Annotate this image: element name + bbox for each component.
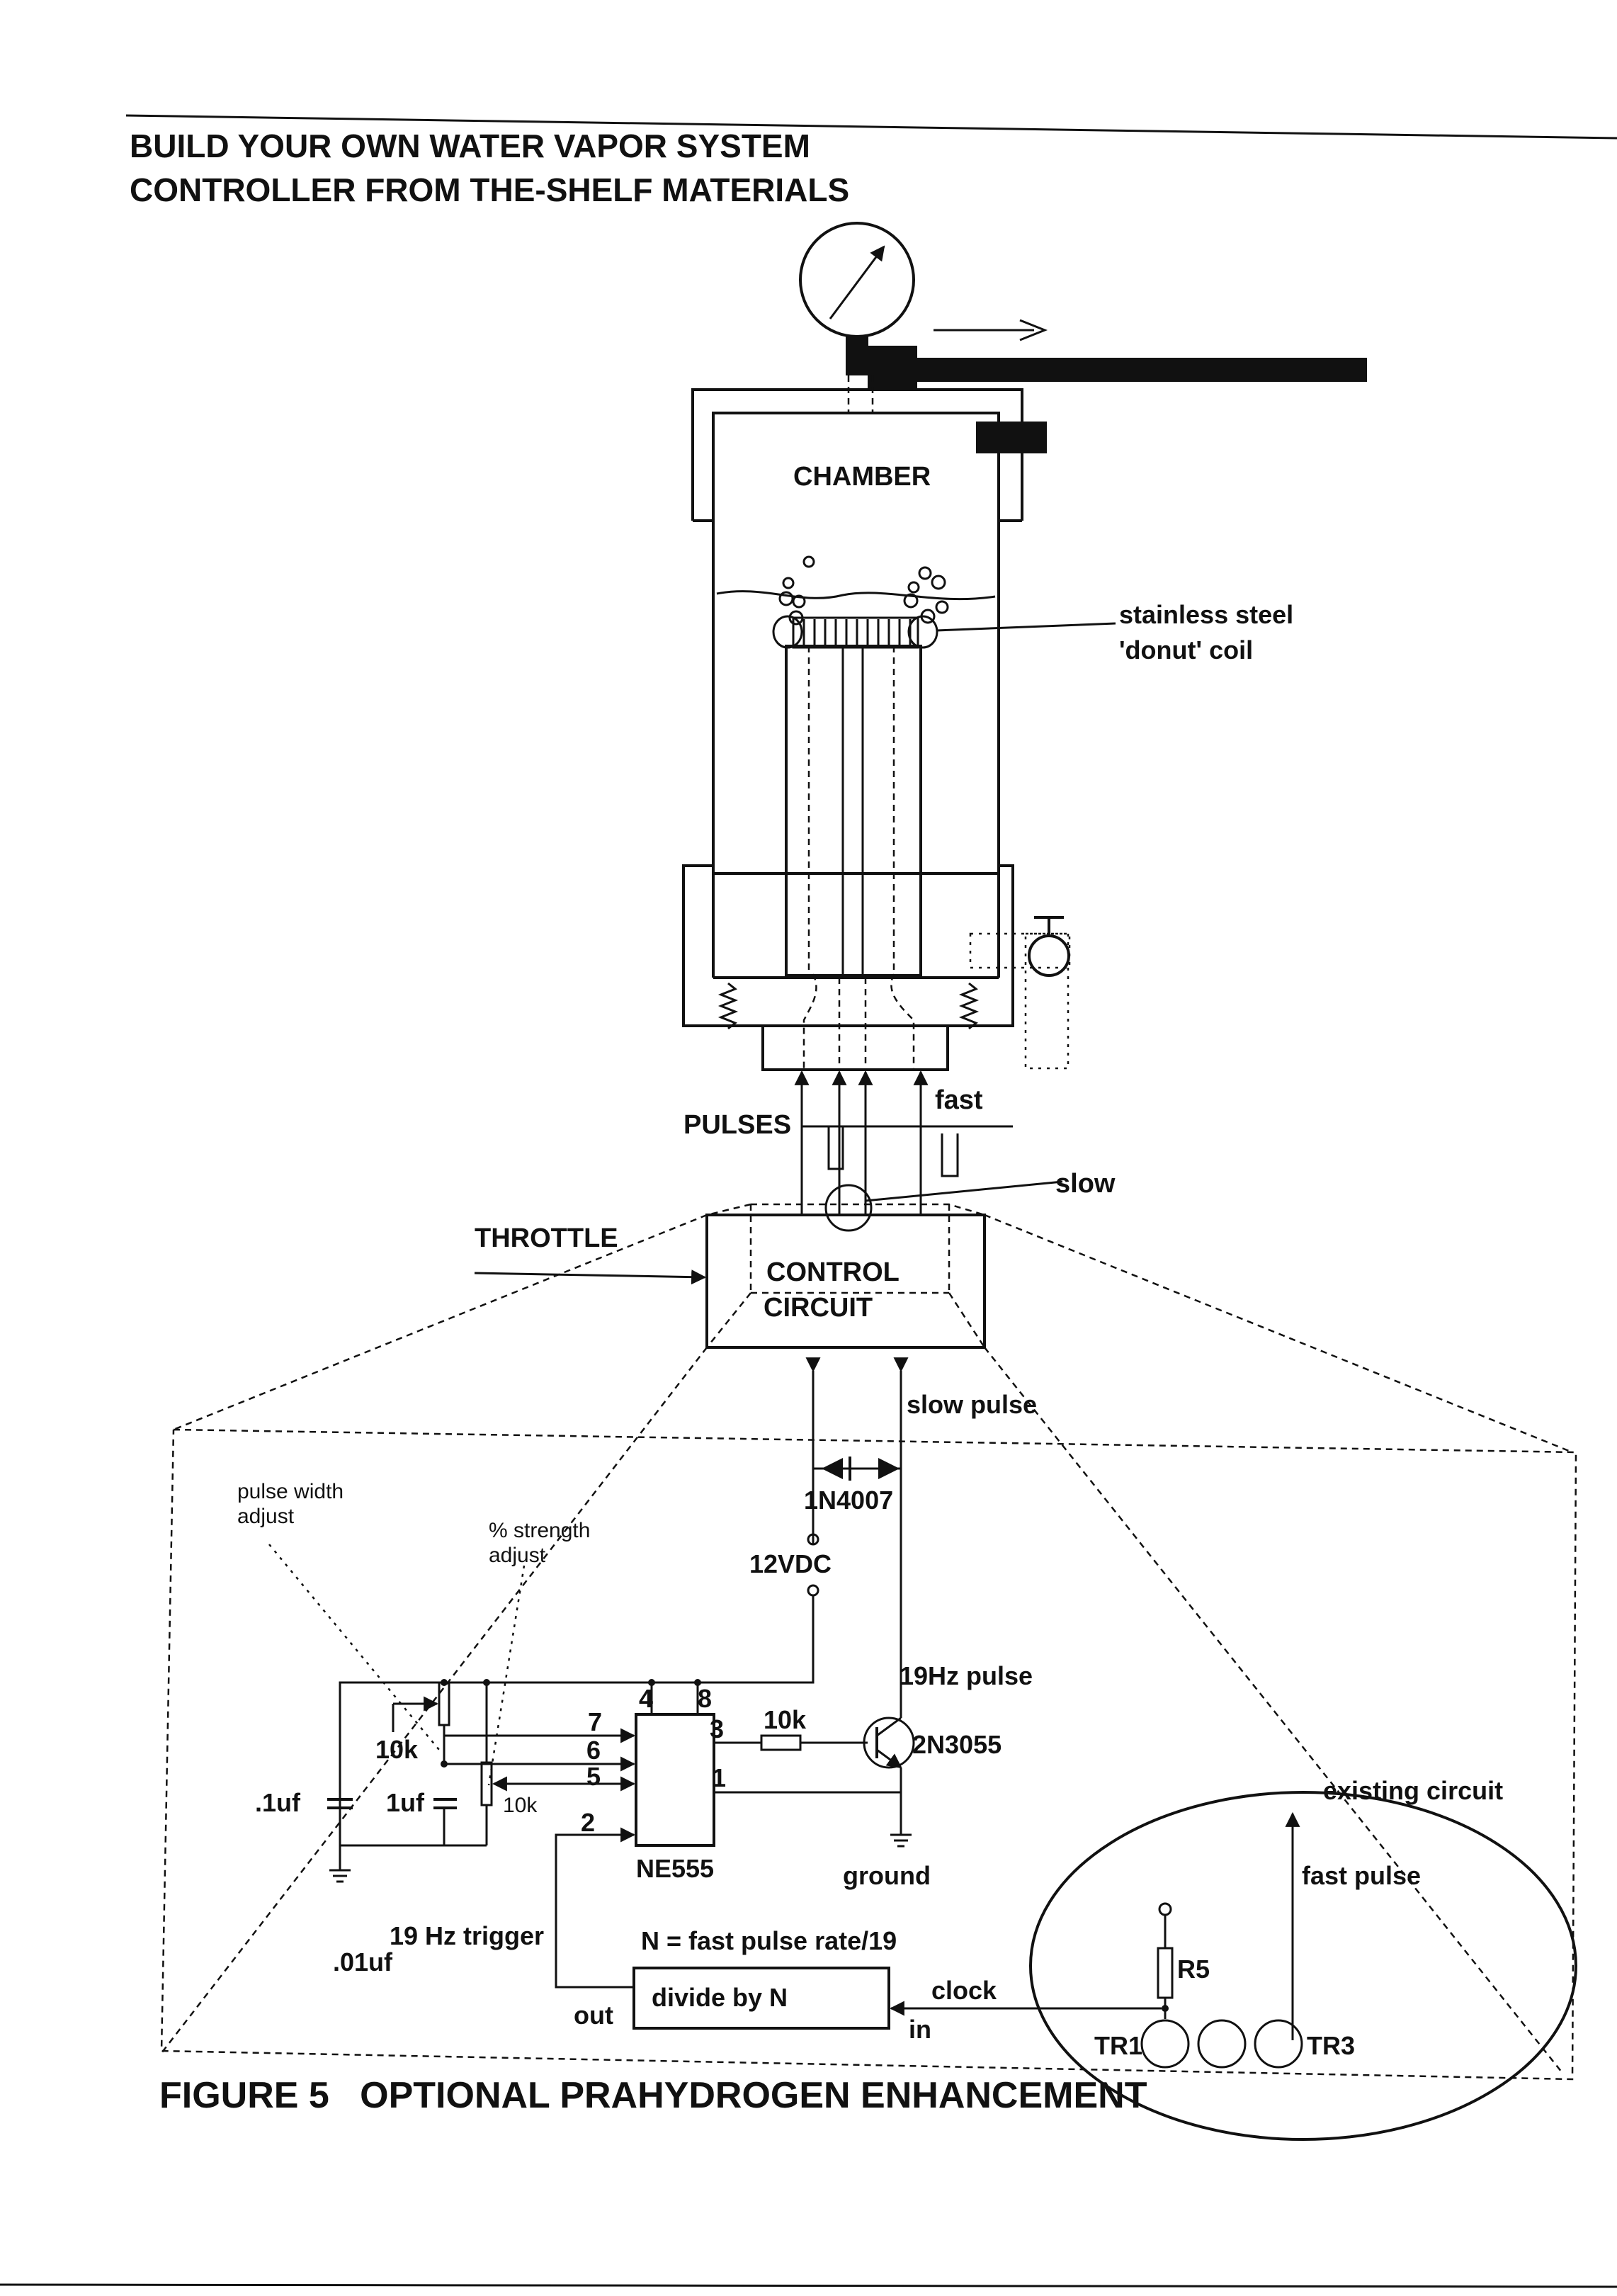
strength-label-1: % strength bbox=[489, 1519, 590, 1542]
pin4: 4 bbox=[639, 1684, 653, 1713]
clock-label: clock bbox=[931, 1976, 997, 2005]
pulse-19hz-label: 19Hz pulse bbox=[900, 1661, 1033, 1690]
throttle-label: THROTTLE bbox=[475, 1223, 618, 1253]
coil-label-2: 'donut' coil bbox=[1119, 635, 1253, 665]
pin2: 2 bbox=[581, 1808, 595, 1837]
pin6: 6 bbox=[586, 1736, 601, 1765]
donut-coil-icon bbox=[772, 615, 938, 649]
pulses-label: PULSES bbox=[683, 1110, 791, 1140]
capacitor-a bbox=[327, 1792, 353, 1809]
r-10k-a: 10k bbox=[375, 1735, 419, 1764]
ground-icon bbox=[890, 1833, 912, 1848]
divider-label: divide by N bbox=[652, 1983, 788, 2012]
cap-1: .1uf bbox=[255, 1788, 301, 1817]
r5-label: R5 bbox=[1177, 1955, 1210, 1984]
tr3-label: TR3 bbox=[1307, 2031, 1355, 2060]
detail-circuit: 1N4007 slow pulse 12VDC 19Hz pulse pulse… bbox=[237, 1357, 1577, 2141]
r-10k-b: 10k bbox=[503, 1794, 538, 1817]
ground-icon bbox=[329, 1869, 351, 1883]
pressure-gauge-icon bbox=[799, 222, 915, 375]
supply-label: 12VDC bbox=[749, 1549, 832, 1578]
control-circuit-box: CONTROL CIRCUIT bbox=[705, 1203, 986, 1349]
pulse-width-label-1: pulse width bbox=[237, 1480, 344, 1503]
diode-label: 1N4007 bbox=[804, 1486, 893, 1515]
header-line-2: CONTROLLER FROM THE-SHELF MATERIALS bbox=[130, 171, 849, 208]
transistor-label: 2N3055 bbox=[912, 1730, 1002, 1759]
r-10k-c: 10k bbox=[764, 1705, 807, 1734]
fast-label: fast bbox=[935, 1085, 983, 1115]
bubbles bbox=[778, 555, 949, 626]
strength-label-2: adjust bbox=[489, 1544, 546, 1567]
out-label: out bbox=[574, 2001, 613, 2030]
control-label-2: CIRCUIT bbox=[764, 1293, 873, 1323]
header-line-1: BUILD YOUR OWN WATER VAPOR SYSTEM bbox=[130, 128, 810, 164]
chip-label: NE555 bbox=[636, 1854, 714, 1883]
transistor-icon bbox=[863, 1714, 915, 1835]
chamber-assembly: CHAMBER bbox=[682, 222, 1367, 1071]
n-formula: N = fast pulse rate/19 bbox=[641, 1926, 897, 1955]
slow-pulse-label: slow pulse bbox=[907, 1390, 1037, 1419]
cap-2: 1uf bbox=[386, 1788, 425, 1817]
header: BUILD YOUR OWN WATER VAPOR SYSTEM CONTRO… bbox=[125, 114, 1617, 208]
pin1: 1 bbox=[712, 1763, 726, 1792]
control-label-1: CONTROL bbox=[766, 1257, 900, 1287]
chamber-label: CHAMBER bbox=[793, 462, 931, 492]
tr1-label: TR1 bbox=[1094, 2031, 1142, 2060]
divide-by-n-box bbox=[632, 1967, 890, 2030]
coil-label-1: stainless steel bbox=[1119, 600, 1293, 629]
existing-circuit-ellipse bbox=[1029, 1791, 1577, 2141]
r5-resistor bbox=[1157, 1947, 1174, 1999]
signal-lines: PULSES fast slow THROTTLE bbox=[474, 1070, 1116, 1285]
trigger-label: 19 Hz trigger bbox=[390, 1921, 544, 1950]
figure-caption: FIGURE 5 OPTIONAL PRAHYDROGEN ENHANCEMEN… bbox=[159, 2075, 1147, 2116]
resistor-10k bbox=[760, 1734, 802, 1751]
in-label: in bbox=[909, 2015, 931, 2044]
slow-label: slow bbox=[1055, 1169, 1116, 1199]
pin7: 7 bbox=[588, 1707, 602, 1736]
outlet-pipe bbox=[868, 319, 1367, 388]
ground-label: ground bbox=[843, 1861, 931, 1890]
transducer-icons bbox=[1140, 2019, 1303, 2069]
pin5: 5 bbox=[586, 1762, 601, 1791]
diode-icon bbox=[822, 1457, 900, 1481]
pin8: 8 bbox=[698, 1684, 712, 1713]
capacitor-b bbox=[433, 1798, 457, 1809]
drain-valve-icon bbox=[969, 916, 1071, 1070]
existing-circuit-label: existing circuit bbox=[1323, 1776, 1503, 1805]
pin3: 3 bbox=[710, 1714, 724, 1743]
cap-3: .01uf bbox=[333, 1947, 393, 1977]
fast-pulse-label: fast pulse bbox=[1302, 1861, 1421, 1890]
ne555-chip bbox=[635, 1713, 715, 1847]
pulse-width-label-2: adjust bbox=[237, 1505, 295, 1528]
